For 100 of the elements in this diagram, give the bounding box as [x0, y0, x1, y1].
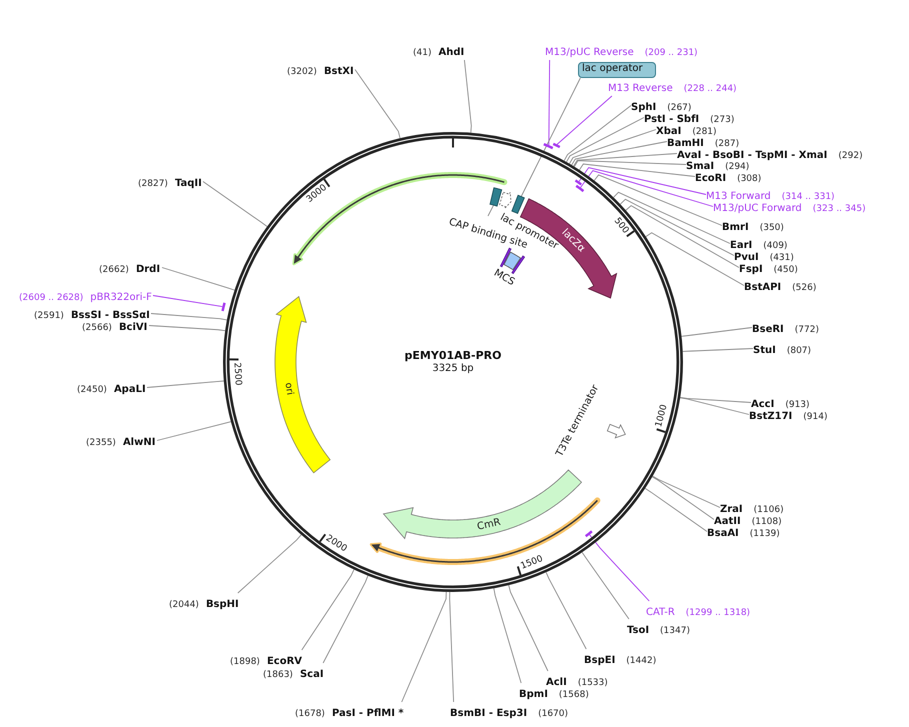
enzyme-name: BmrI — [722, 222, 749, 233]
enzyme-name: EarI — [730, 240, 752, 251]
primer-position: (228 .. 244) — [684, 84, 737, 94]
primer-site-mark — [584, 529, 594, 538]
cut-site-position: (431) — [770, 253, 794, 263]
enzyme-name: AccI — [751, 399, 774, 410]
enzyme-name: ZraI — [720, 504, 743, 515]
cut-site-position: (772) — [794, 325, 819, 335]
cut-site-position: (2662) — [99, 265, 129, 275]
cut-site-position: (2566) — [82, 323, 112, 333]
leader-line — [681, 327, 752, 337]
enzyme-name: AclI — [546, 677, 567, 688]
leader-line — [569, 129, 656, 164]
leader-line — [546, 572, 587, 650]
leader-line — [625, 205, 740, 268]
cut-site-position: (1442) — [626, 656, 656, 666]
cut-site-position: (1347) — [660, 626, 690, 636]
enzyme-name: AhdI — [438, 47, 464, 58]
enzyme-name: FspI — [739, 264, 763, 275]
feature-label: MCS — [492, 268, 516, 288]
cut-site-position: (1139) — [750, 529, 780, 539]
enzyme-name: BsaAI — [707, 528, 739, 539]
primer-site-mark — [551, 142, 562, 149]
leader-line — [508, 584, 548, 672]
leader-line — [401, 591, 447, 702]
enzyme-name: EcoRV — [266, 656, 302, 667]
leader-line — [589, 534, 650, 602]
plasmid-length: 3325 bp — [432, 363, 474, 375]
cut-site-position: (450) — [774, 265, 798, 275]
cut-site-position: (807) — [786, 346, 812, 356]
enzyme-name: StuI — [753, 345, 776, 356]
primer-name: M13 Forward — [706, 191, 771, 202]
leader-line — [493, 588, 522, 684]
cut-site-position: (1863) — [263, 670, 293, 680]
enzyme-name: TsoI — [627, 625, 650, 636]
enzyme-name: EcoRI — [695, 173, 726, 184]
cut-site-position: (308) — [737, 174, 762, 184]
primer-name: M13/pUC Forward — [713, 203, 802, 214]
primer-position: (323 .. 345) — [812, 204, 866, 214]
leader-line — [449, 592, 454, 702]
cut-site-position: (1533) — [578, 678, 608, 688]
enzyme-name: BstXI — [324, 66, 354, 77]
enzyme-name: AlwNI — [122, 437, 156, 448]
primer-name: M13 Reverse — [608, 83, 673, 94]
leader-line — [652, 476, 714, 520]
primer-site-mark — [542, 142, 555, 150]
leader-line — [146, 380, 224, 388]
leader-line — [580, 170, 714, 207]
enzyme-name: ApaLI — [114, 384, 146, 395]
leader-line — [162, 267, 235, 291]
feature-arrow — [274, 295, 332, 474]
cut-site-position: (1670) — [538, 709, 568, 719]
leader-line — [573, 153, 678, 167]
leader-line — [202, 181, 268, 227]
enzyme-name: DrdI — [136, 264, 160, 275]
cut-site-position: (41) — [413, 48, 432, 58]
cut-site-position: (292) — [838, 151, 863, 161]
enzyme-name: SmaI — [686, 161, 714, 172]
cut-site-position: (1678) — [295, 709, 325, 719]
leader-line — [682, 348, 754, 352]
leader-line — [464, 60, 472, 134]
enzyme-name: PvuI — [734, 252, 759, 263]
leader-line — [322, 575, 368, 664]
primer-site-mark — [574, 184, 585, 193]
cut-site-position: (526) — [792, 283, 816, 293]
feature-arrow — [382, 468, 583, 540]
leader-line — [548, 60, 550, 146]
primer-name: pBR322ori-F — [90, 292, 152, 303]
leader-line — [237, 534, 302, 594]
primer-position: (2609 .. 2628) — [19, 293, 84, 303]
enzyme-name: ScaI — [300, 669, 324, 680]
tick-label: 1000 — [654, 403, 670, 428]
cut-site-position: (1106) — [754, 505, 784, 515]
leader-line — [156, 421, 232, 441]
leader-line — [578, 167, 706, 195]
enzyme-name: BstAPI — [744, 282, 782, 293]
enzyme-name: BpmI — [519, 689, 548, 700]
primer-position: (209 .. 231) — [644, 48, 698, 58]
cut-site-position: (267) — [667, 103, 692, 113]
leader-line — [594, 174, 722, 226]
cut-site-position: (409) — [763, 241, 788, 251]
enzyme-name: BspEI — [584, 655, 616, 666]
cut-site-position: (281) — [692, 127, 717, 137]
leader-line — [652, 476, 720, 508]
leader-line — [301, 569, 354, 650]
leader-line — [566, 117, 644, 162]
leader-line — [644, 488, 708, 532]
leader-line — [645, 232, 744, 286]
cut-site-position: (914) — [803, 412, 828, 422]
primer-site-mark — [221, 301, 227, 313]
cut-site-position: (2827) — [138, 179, 168, 189]
leader-line — [520, 78, 581, 197]
leader-line — [488, 204, 494, 216]
leader-line — [680, 397, 750, 415]
leader-line — [582, 552, 630, 620]
enzyme-name: XbaI — [656, 126, 682, 137]
cut-site-position: (294) — [725, 162, 750, 172]
leader-line — [613, 192, 730, 244]
feature-label: CmR — [476, 517, 502, 534]
enzyme-name: SphI — [631, 102, 656, 113]
